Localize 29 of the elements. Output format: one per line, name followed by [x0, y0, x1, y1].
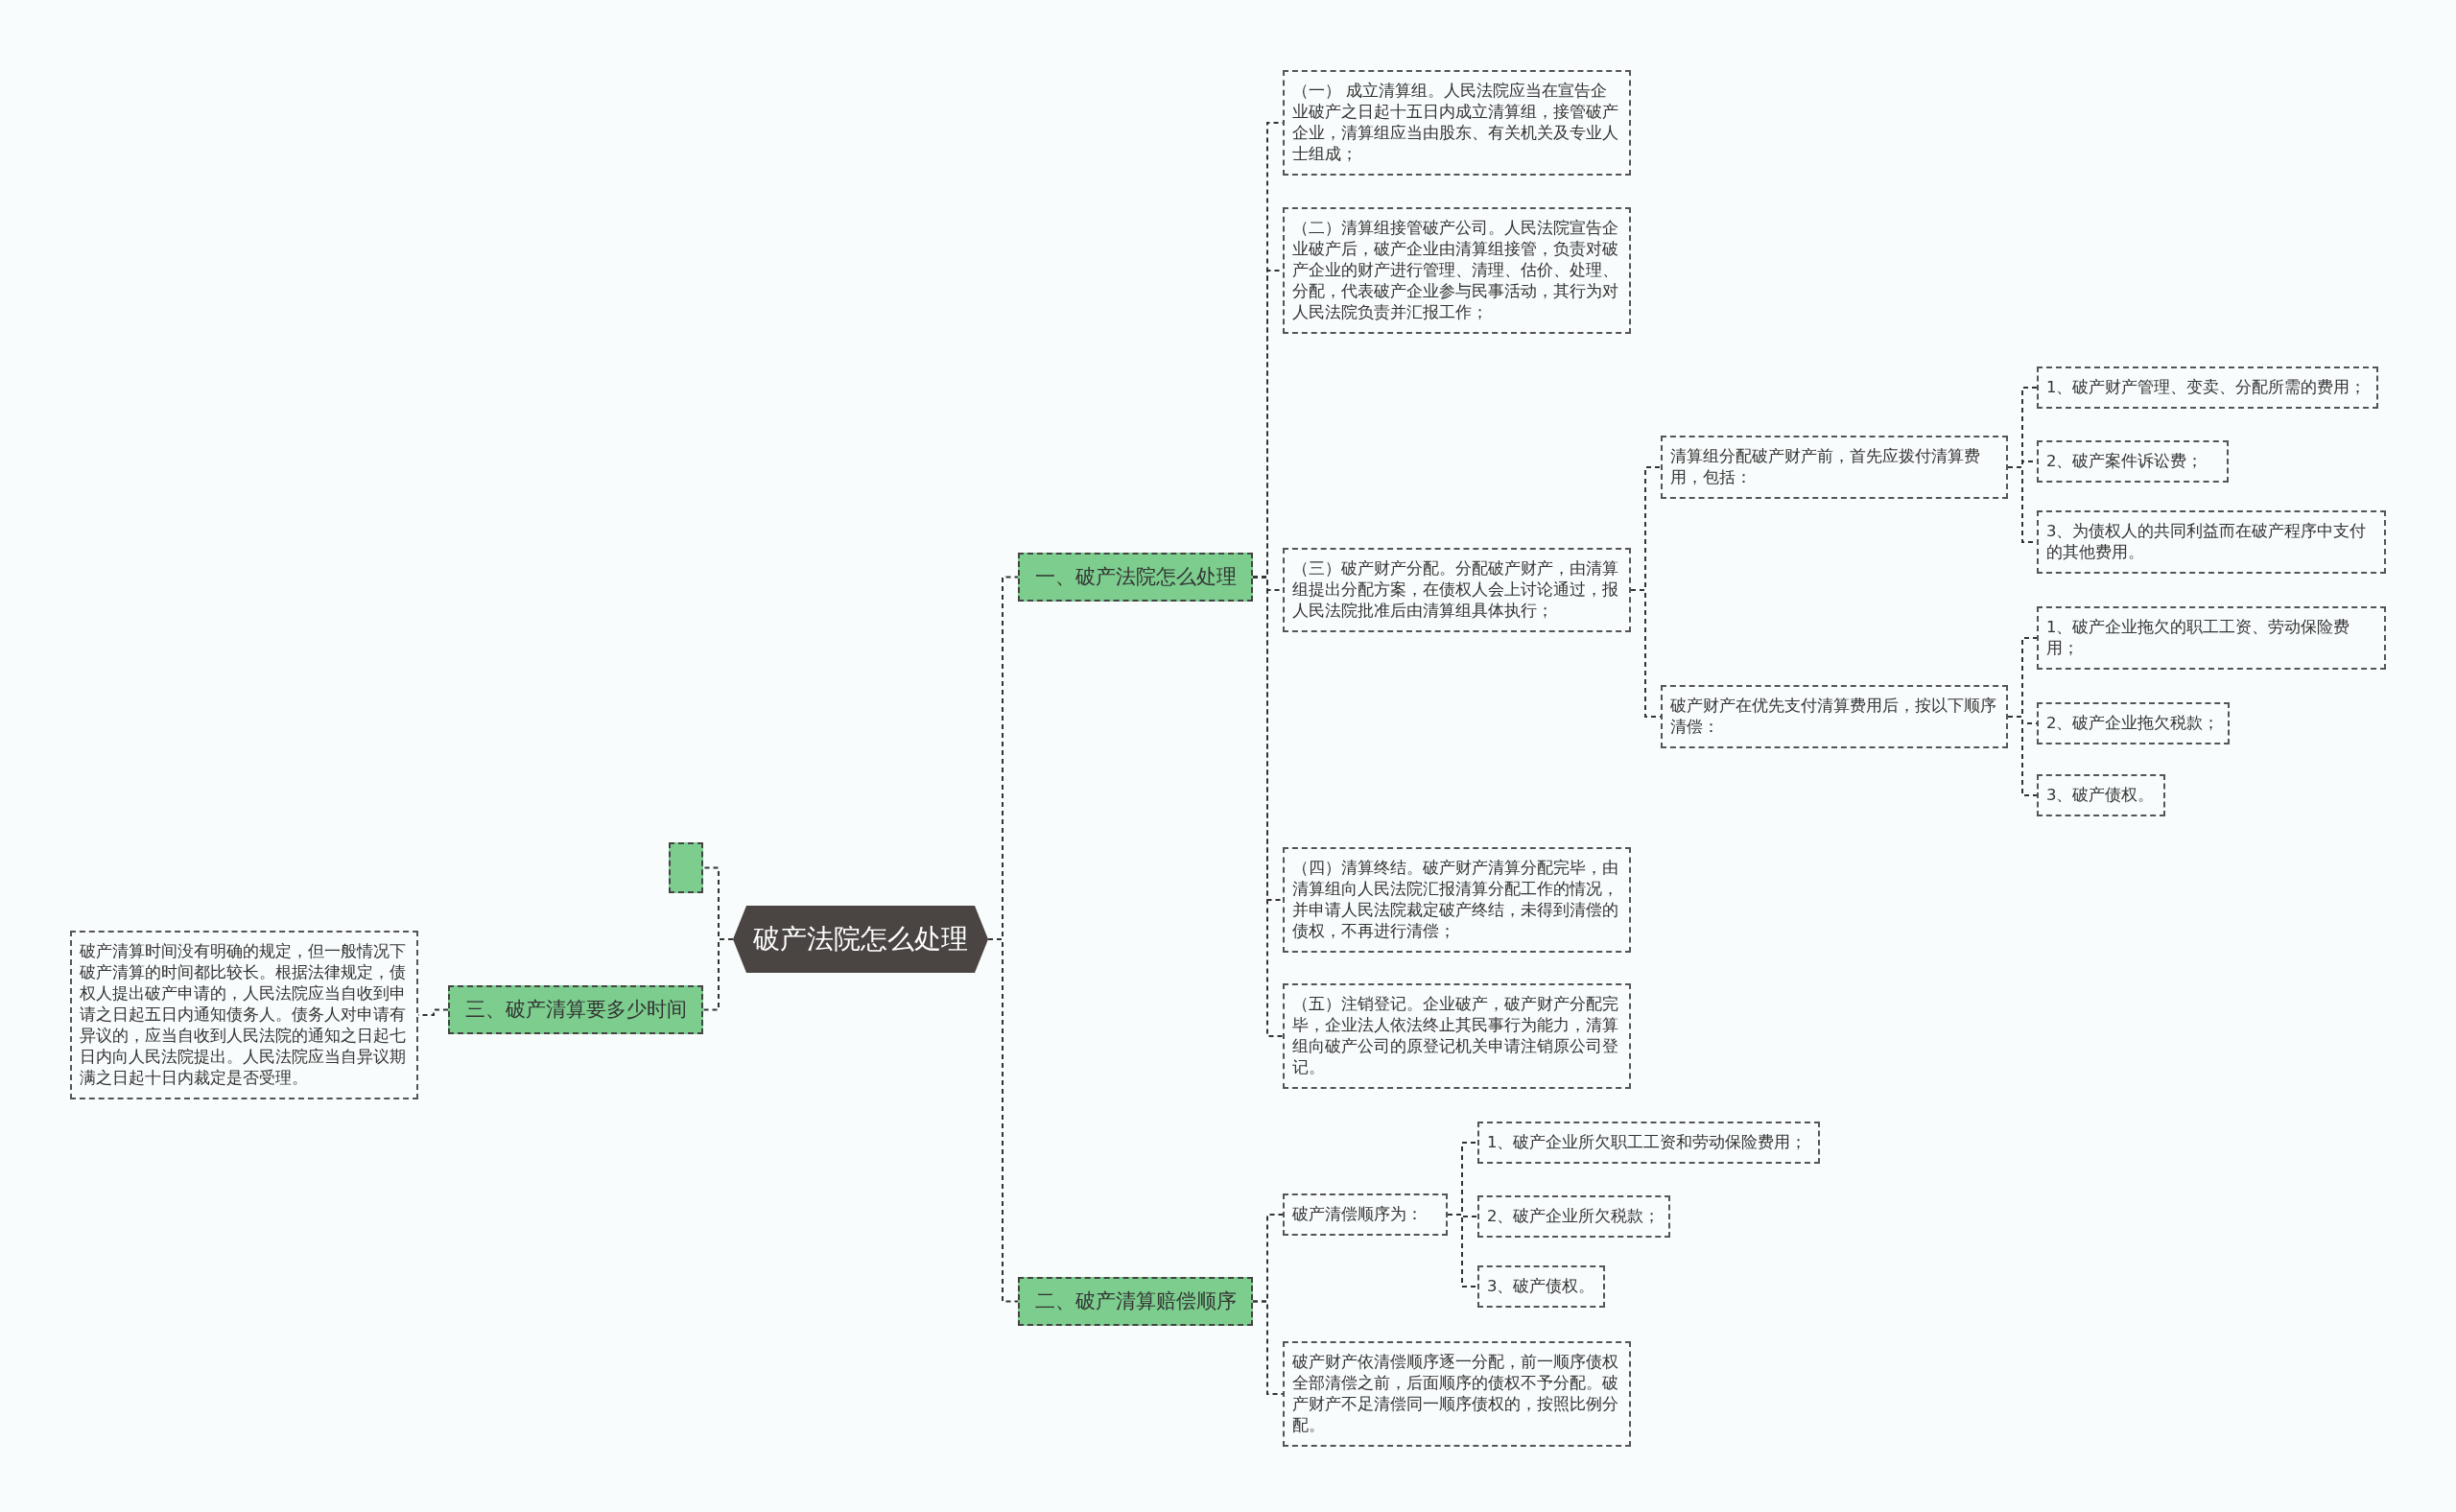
text-box: 2、破产企业拖欠税款；	[2037, 702, 2230, 744]
text-box: （四）清算终结。破产财产清算分配完毕，由清算组向人民法院汇报清算分配工作的情况，并申请人民法院裁定破产终结，未得到清偿的债权，不再进行清偿；	[1283, 847, 1631, 953]
text-box: 1、破产企业所欠职工工资和劳动保险费用；	[1477, 1122, 1820, 1164]
text-box: 破产清偿顺序为：	[1283, 1193, 1448, 1236]
branch-box: 二、破产清算赔偿顺序	[1018, 1277, 1253, 1326]
text-box: 破产财产依清偿顺序逐一分配，前一顺序债权全部清偿之前，后面顺序的债权不予分配。破产财产不足清偿同一顺序债权的，按照比例分配。	[1283, 1341, 1631, 1447]
text-box: 2、破产企业所欠税款；	[1477, 1195, 1670, 1238]
branch-box: 一、破产法院怎么处理	[1018, 553, 1253, 602]
connector-line	[1447, 1214, 1478, 1288]
topic-hexagon: 破产法院怎么处理	[733, 906, 988, 973]
text-box: 2、破产案件诉讼费；	[2037, 440, 2229, 483]
text-box: （二）清算组接管破产公司。人民法院宣告企业破产后，破产企业由清算组接管，负责对破产企业的财产进行管理、清理、估价、处理、分配，代表破产企业参与民事活动，其行为对人民法院负责并汇报工作；	[1283, 207, 1631, 334]
connector-line	[1252, 1300, 1284, 1395]
text-box: 3、破产债权。	[2037, 774, 2165, 816]
connector-line	[2007, 716, 2038, 796]
connector-line	[1252, 576, 1284, 1037]
text-box: 1、破产企业拖欠的职工工资、劳动保险费用；	[2037, 606, 2386, 670]
text-box: （三）破产财产分配。分配破产财产，由清算组提出分配方案，在债权人会上讨论通过，报人民法院批准后由清算组具体执行；	[1283, 548, 1631, 632]
text-box: 破产清算时间没有明确的规定，但一般情况下破产清算的时间都比较长。根据法律规定，债权人提出破产申请的，人民法院应当自收到申请之日起五日内通知债务人。债务人对申请有异议的，应当自收到人民法院的通知之日起七日内向人民法院提出。人民法院应当自异议期满之日起十日内裁定是否受理。	[70, 931, 418, 1099]
empty-box	[669, 842, 703, 893]
text-box: 3、破产债权。	[1477, 1265, 1605, 1308]
text-box: 破产财产在优先支付清算费用后，按以下顺序清偿：	[1661, 685, 2008, 748]
text-box: 清算组分配破产财产前，首先应拨付清算费用，包括：	[1661, 436, 2008, 499]
text-box: （五）注销登记。企业破产，破产财产分配完毕，企业法人依法终止其民事行为能力，清算组向破产公司的原登记机关申请注销原公司登记。	[1283, 983, 1631, 1089]
text-box: 1、破产财产管理、变卖、分配所需的费用；	[2037, 366, 2378, 409]
text-box: （一） 成立清算组。人民法院应当在宣告企业破产之日起十五日内成立清算组，接管破产企业，清算组应当由股东、有关机关及专业人士组成；	[1283, 70, 1631, 176]
branch-box: 三、破产清算要多少时间	[448, 985, 703, 1034]
connector-line	[702, 938, 734, 1011]
text-box: 3、为债权人的共同利益而在破产程序中支付的其他费用。	[2037, 510, 2386, 574]
